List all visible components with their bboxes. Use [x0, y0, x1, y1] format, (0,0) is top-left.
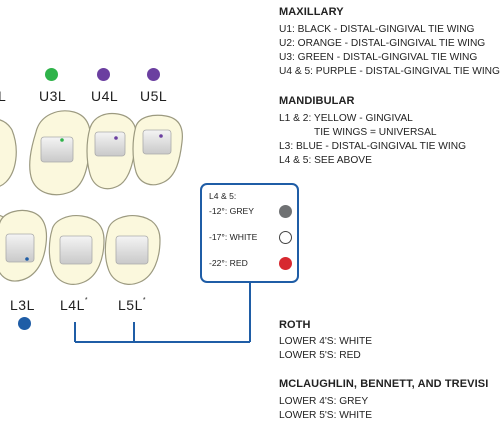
bracket-u3	[40, 136, 74, 163]
upper-tooth-partial	[0, 119, 17, 187]
maxillary-heading: MAXILLARY	[279, 6, 344, 18]
label-l5l: L5L*	[118, 297, 147, 313]
roth-heading: ROTH	[279, 319, 311, 331]
legend-grey-label: -12°: GREY	[209, 206, 254, 216]
bracket-mark-purple-2	[159, 134, 163, 138]
legend-red-label: -22°: RED	[209, 258, 248, 268]
label-l3l: L3L	[10, 297, 35, 313]
lower-tooth-l4	[48, 215, 105, 285]
blue-dot-icon	[18, 317, 31, 330]
purple-dot-icon	[97, 68, 110, 81]
mandibular-line-1: L1 & 2: YELLOW - GINGIVAL	[279, 113, 413, 124]
upper-tooth-u5	[132, 114, 183, 186]
mandibular-heading: MANDIBULAR	[279, 95, 355, 107]
connector-lines	[74, 283, 251, 343]
lower-tooth-l3	[0, 209, 48, 282]
red-swatch-icon	[279, 257, 292, 270]
legend-white-label: -17°: WHITE	[209, 232, 258, 242]
mandibular-line-3: L3: BLUE - DISTAL-GINGIVAL TIE WING	[279, 141, 466, 152]
label-u5l: U5L	[140, 88, 168, 104]
upper-cut-label: L	[0, 88, 7, 104]
mbt-line-2: LOWER 5'S: WHITE	[279, 410, 373, 421]
maxillary-line-4: U4 & 5: PURPLE - DISTAL-GINGIVAL TIE WIN…	[279, 66, 500, 77]
bracket-l3	[5, 233, 35, 263]
green-dot-icon	[45, 68, 58, 81]
upper-tooth-u4	[86, 112, 137, 190]
roth-line-1: LOWER 4'S: WHITE	[279, 336, 373, 347]
mbt-line-1: LOWER 4'S: GREY	[279, 396, 369, 407]
roth-line-2: LOWER 5'S: RED	[279, 350, 361, 361]
bracket-mark-purple	[114, 136, 118, 140]
bracket-mark-blue	[25, 257, 29, 261]
white-swatch-icon	[279, 231, 292, 244]
legend-box: L4 & 5: -12°: GREY -17°: WHITE -22°: RED	[200, 183, 299, 283]
maxillary-line-1: U1: BLACK - DISTAL-GINGIVAL TIE WING	[279, 24, 475, 35]
maxillary-line-2: U2: ORANGE - DISTAL-GINGIVAL TIE WING	[279, 38, 486, 49]
bracket-u5	[142, 129, 172, 155]
label-u3l: U3L	[39, 88, 67, 104]
maxillary-line-3: U3: GREEN - DISTAL-GINGIVAL TIE WING	[279, 52, 478, 63]
mandibular-line-4: L4 & 5: SEE ABOVE	[279, 155, 372, 166]
mandibular-line-2: TIE WINGS = UNIVERSAL	[314, 127, 437, 138]
bracket-u4	[94, 131, 126, 157]
label-l4l: L4L*	[60, 297, 89, 313]
bracket-mark-green	[60, 138, 64, 142]
purple-dot-icon-2	[147, 68, 160, 81]
mbt-heading: MCLAUGHLIN, BENNETT, AND TREVISI	[279, 378, 489, 390]
lower-tooth-l5	[104, 215, 161, 285]
label-u4l: U4L	[91, 88, 119, 104]
upper-tooth-u3	[29, 110, 92, 196]
bracket-l4	[59, 235, 93, 265]
grey-swatch-icon	[279, 205, 292, 218]
legend-title: L4 & 5:	[209, 191, 237, 201]
bracket-l5	[115, 235, 149, 265]
